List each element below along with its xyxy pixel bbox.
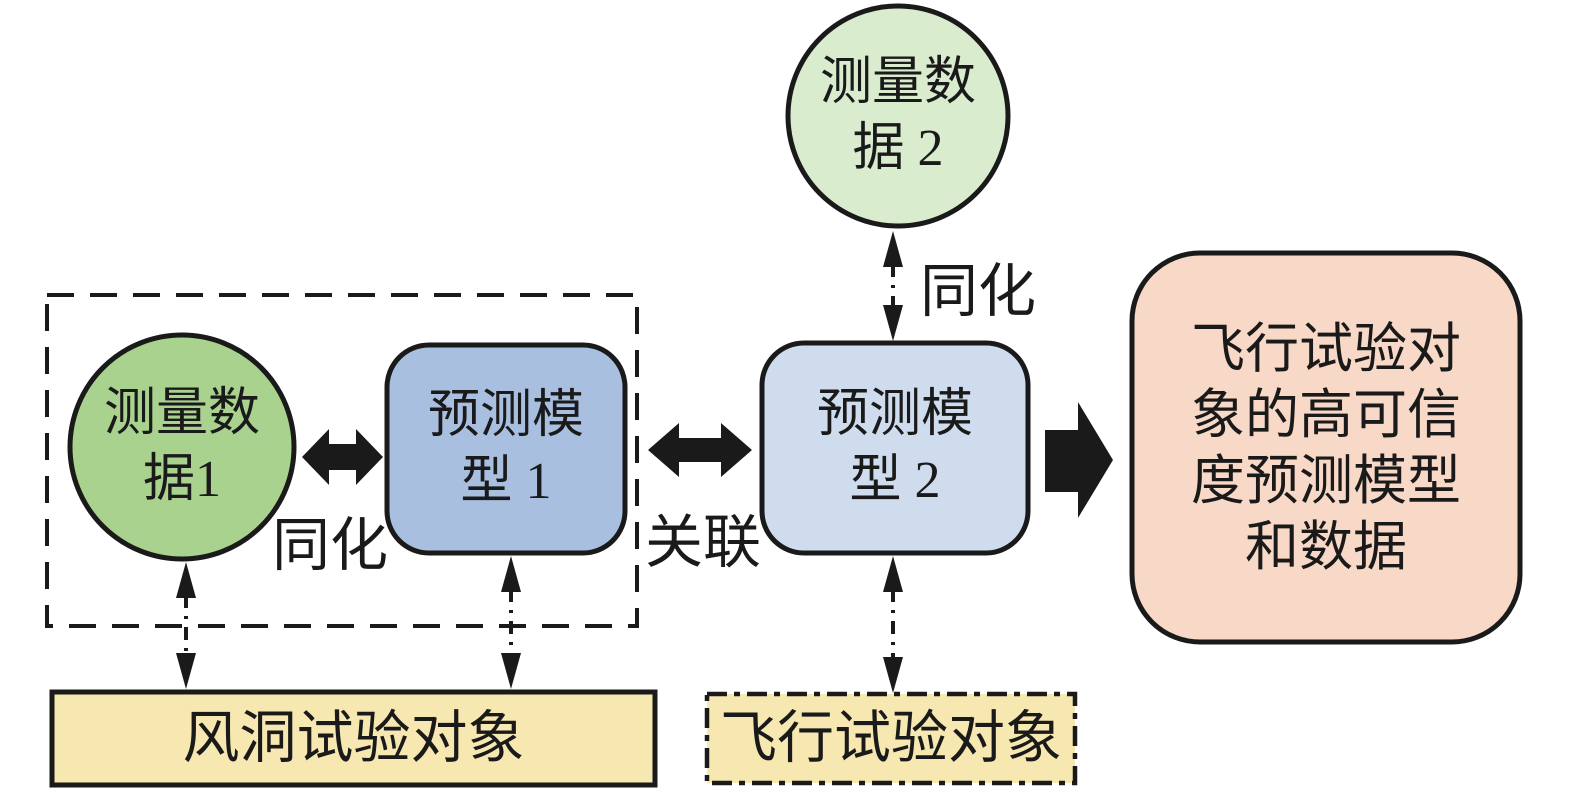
correlation-label: 关联 <box>645 510 762 575</box>
flight-test-object-label: 飞行试验对象 <box>720 706 1062 770</box>
result-box-label: 飞行试验对 象的高可信 度预测模型 和数据 <box>1191 318 1461 577</box>
wind-tunnel-test-object-label: 风洞试验对象 <box>182 706 525 770</box>
assimilation-label-top: 同化 <box>920 259 1037 324</box>
prediction-model-1-box <box>384 342 628 556</box>
dashdot-arrow-model2-flighttest <box>883 556 903 693</box>
measurement-data-2-label: 测量数 据 2 <box>819 54 976 177</box>
dashdot-arrow-model1-windtunnel <box>501 556 521 689</box>
prediction-model-2-label: 预测模 型 2 <box>816 386 973 509</box>
arrow-model2-to-result <box>1045 402 1113 518</box>
result-box <box>1129 250 1523 645</box>
double-arrow-data1-model1 <box>302 429 383 485</box>
wind-tunnel-test-object-box <box>49 689 658 788</box>
assimilation-label-left: 同化 <box>272 513 389 578</box>
measurement-data-2-circle <box>785 3 1011 229</box>
measurement-data-1-label: 测量数 据1 <box>103 385 260 508</box>
dashdot-arrow-data2-model2 <box>883 231 903 341</box>
dashdot-arrow-data1-windtunnel <box>176 562 196 689</box>
flight-test-object-box <box>704 691 1078 786</box>
double-arrow-model1-model2 <box>648 423 752 477</box>
measurement-data-1-circle <box>67 332 297 562</box>
prediction-model-1-label: 预测模 型 1 <box>427 387 584 510</box>
wind-tunnel-group-dashed-frame <box>45 293 639 628</box>
prediction-model-2-box <box>759 340 1031 556</box>
